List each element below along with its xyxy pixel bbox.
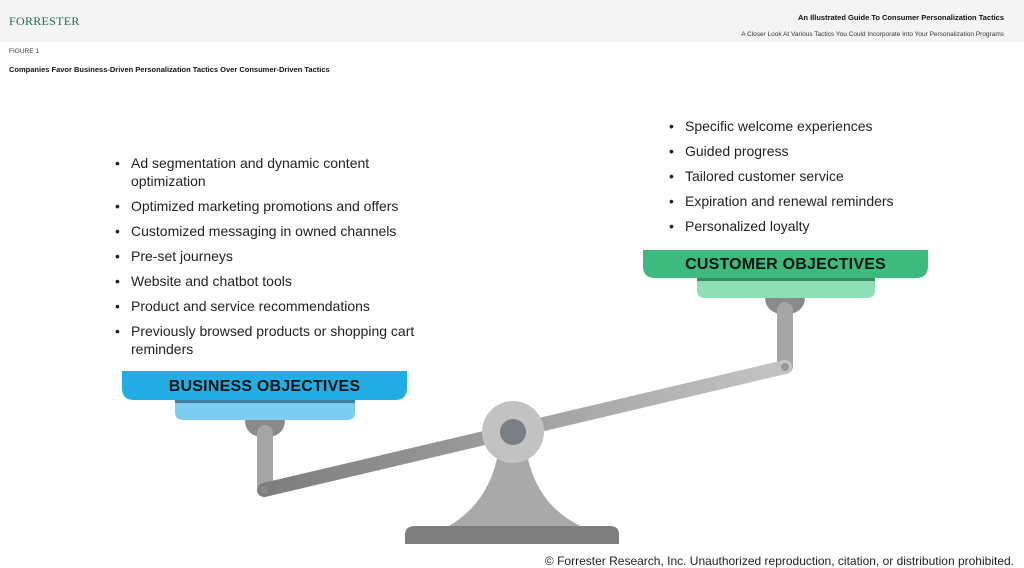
list-item: Ad segmentation and dynamic content opti…: [115, 154, 415, 190]
list-item: Tailored customer service: [669, 167, 969, 185]
business-objectives-label: BUSINESS OBJECTIVES: [168, 378, 361, 395]
header-bar: FORRESTER An Illustrated Guide To Consum…: [0, 0, 1024, 42]
business-tray-lower: [175, 399, 355, 420]
scale-base: [405, 526, 619, 544]
report-title: An Illustrated Guide To Consumer Persona…: [797, 13, 1004, 22]
list-item: Previously browsed products or shopping …: [115, 322, 415, 358]
list-item: Customized messaging in owned channels: [115, 222, 415, 240]
list-item: Expiration and renewal reminders: [669, 192, 969, 210]
list-item: Product and service recommendations: [115, 297, 415, 315]
left-hanger-rod: [257, 425, 273, 493]
list-item: Pre-set journeys: [115, 247, 415, 265]
customer-tray-lower: [697, 277, 875, 298]
customer-objectives-label: CUSTOMER OBJECTIVES: [685, 256, 886, 273]
list-item: Personalized loyalty: [669, 217, 969, 235]
copyright-notice: © Forrester Research, Inc. Unauthorized …: [544, 554, 1014, 568]
forrester-logo: FORRESTER: [9, 14, 80, 28]
customer-tactics-list: Specific welcome experiences Guided prog…: [669, 117, 969, 242]
figure-label: FIGURE 1: [9, 48, 39, 55]
business-tactics-list: Ad segmentation and dynamic content opti…: [115, 154, 415, 365]
list-item: Website and chatbot tools: [115, 272, 415, 290]
right-hanger-rod: [777, 302, 793, 374]
report-subtitle: A Closer Look At Various Tactics You Cou…: [741, 31, 1004, 38]
figure-title: Companies Favor Business-Driven Personal…: [9, 65, 330, 74]
list-item: Specific welcome experiences: [669, 117, 969, 135]
scale-stand: [445, 440, 585, 528]
list-item: Guided progress: [669, 142, 969, 160]
pivot-pin: [500, 419, 526, 445]
list-item: Optimized marketing promotions and offer…: [115, 197, 415, 215]
business-tray: [122, 371, 407, 400]
customer-tray: [643, 250, 928, 278]
